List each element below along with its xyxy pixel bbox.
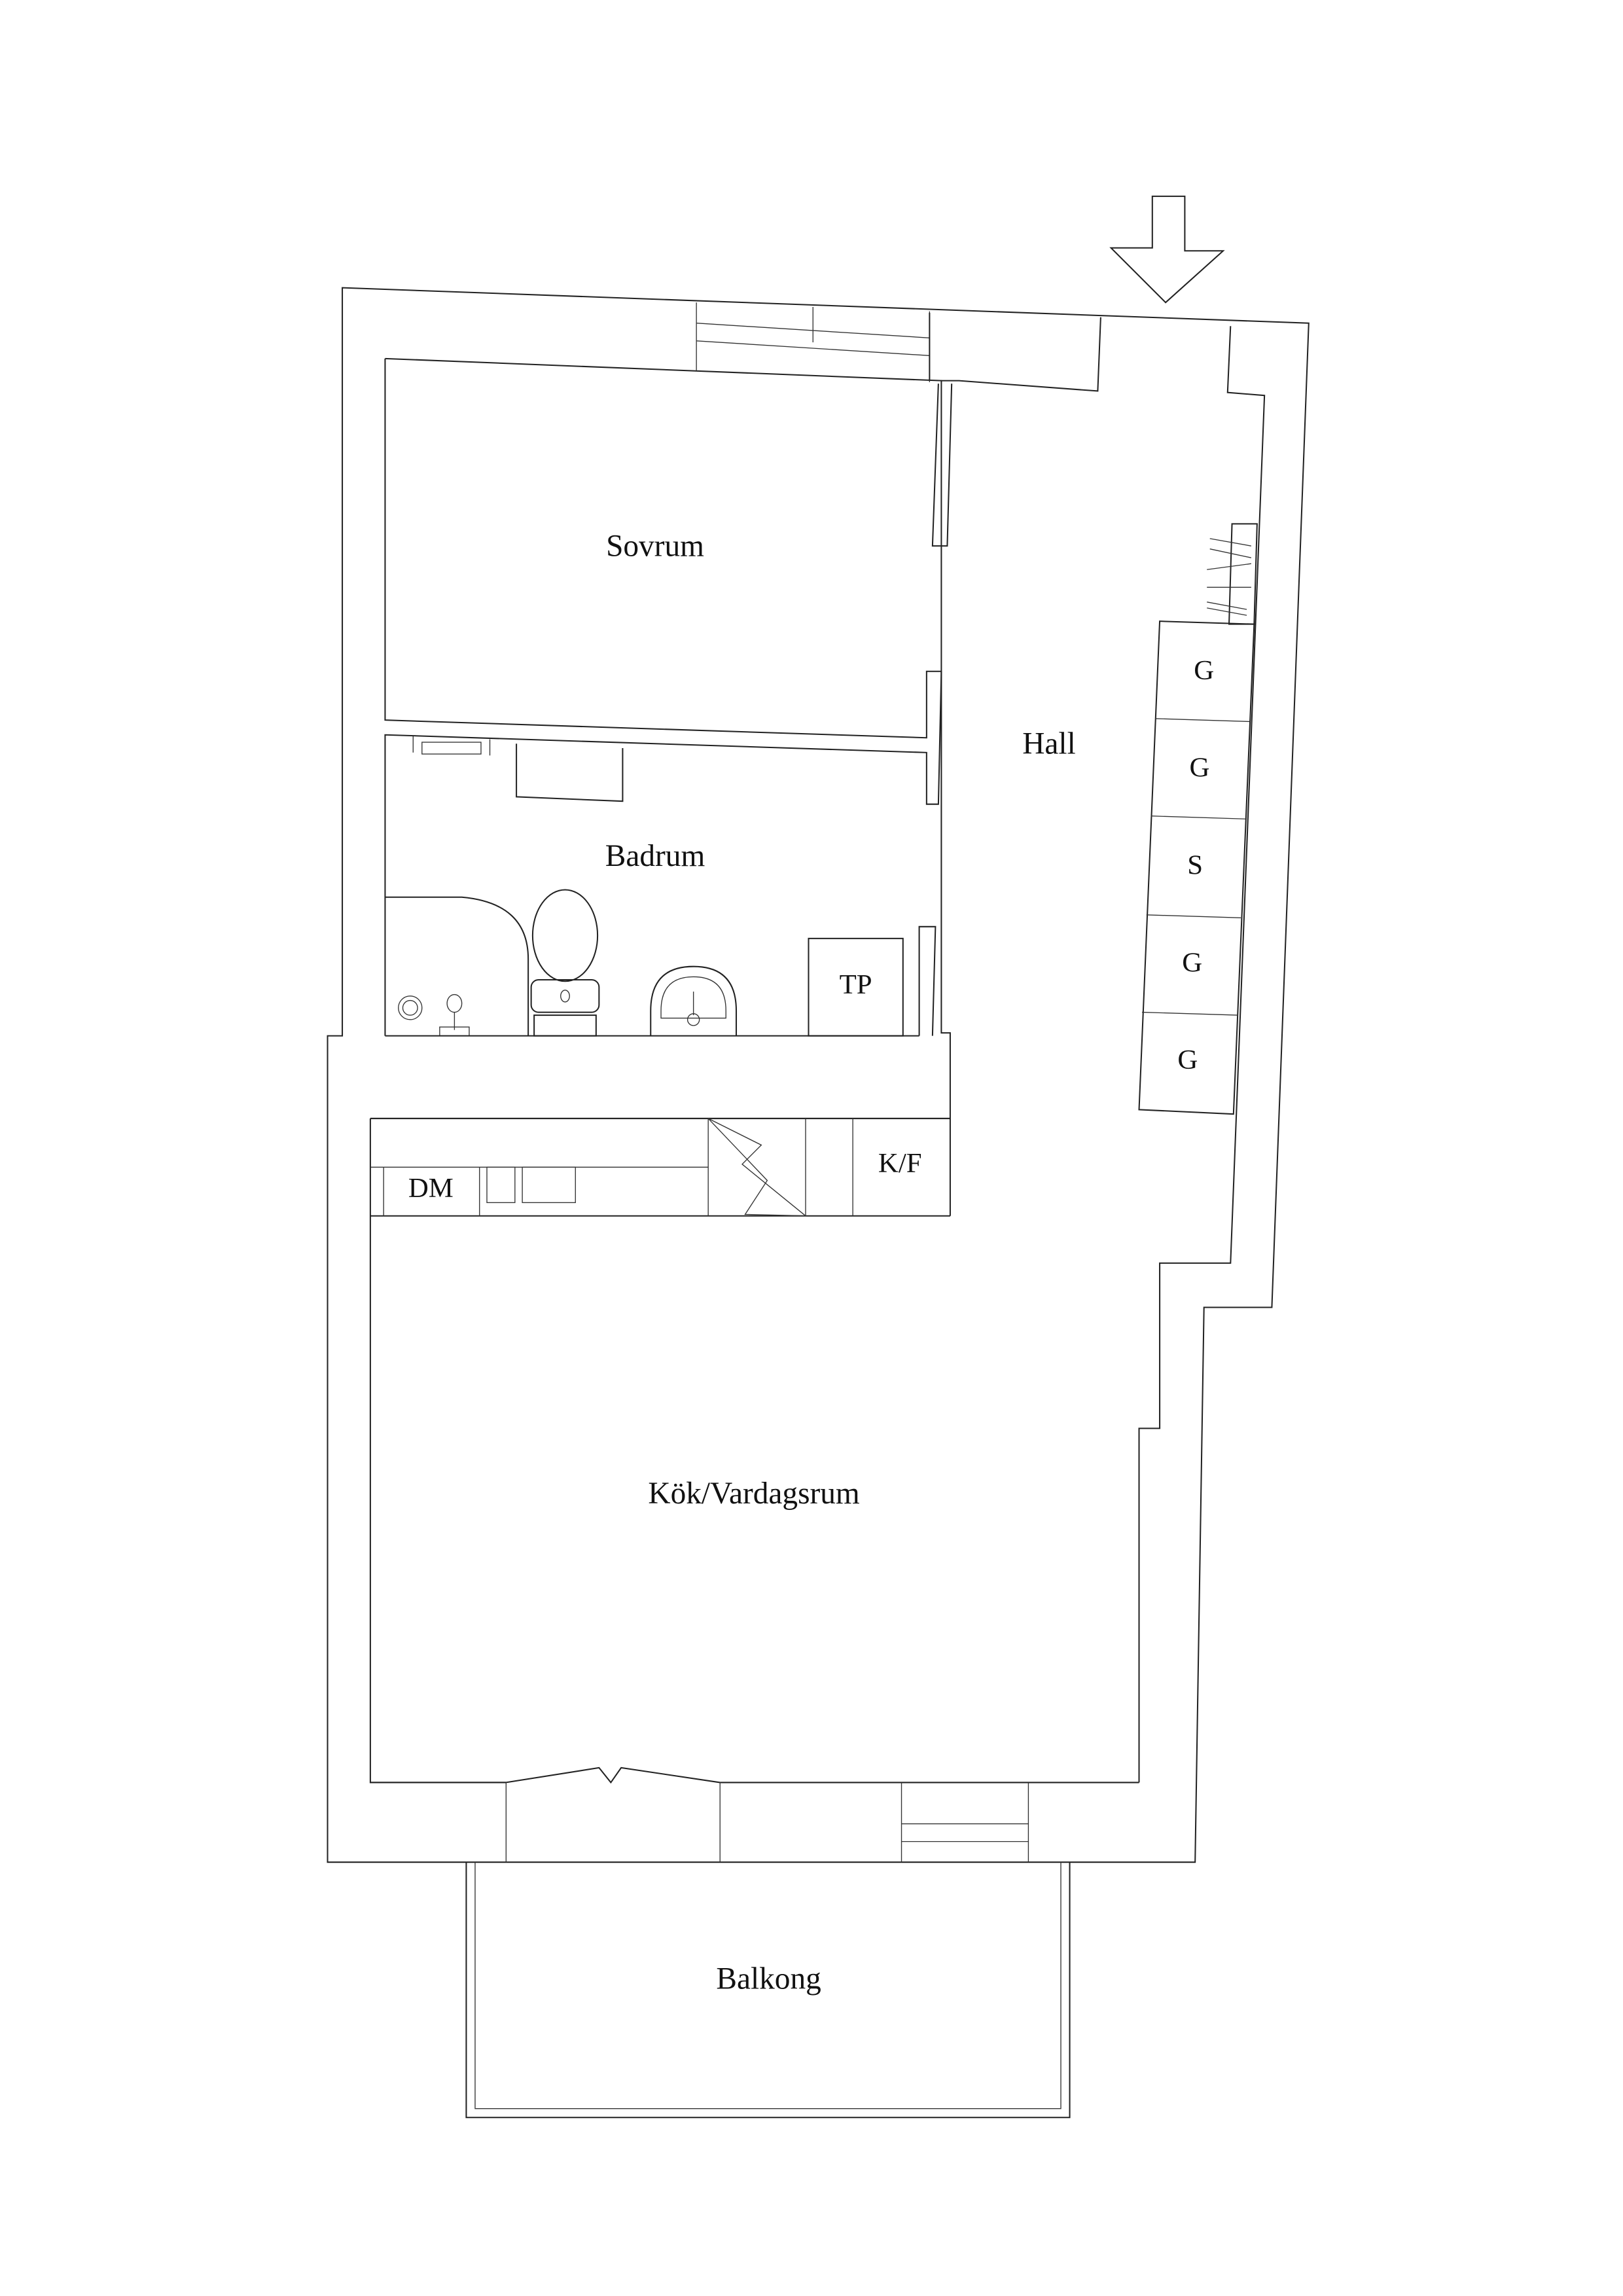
- stove-zigzag-icon: [707, 1118, 807, 1217]
- room-label-kok: Kök/Vardagsrum: [648, 1477, 860, 1511]
- window-bedroom: [696, 302, 931, 382]
- wardrobe-label-3: S: [1187, 850, 1203, 880]
- wardrobe-label-5: G: [1177, 1045, 1198, 1075]
- bottom-openings: [370, 1767, 1139, 1863]
- room-label-badrum: Badrum: [605, 839, 705, 873]
- outer-wall: [327, 287, 1310, 1863]
- balcony: [465, 1862, 1071, 2119]
- entrance-arrow-icon: [1109, 195, 1225, 304]
- room-label-balkong: Balkong: [716, 1962, 821, 1996]
- sink-icon: [650, 965, 738, 1036]
- tp-label: TP: [840, 969, 872, 1000]
- room-label-hall: Hall: [1022, 727, 1075, 761]
- floor-drain-icon: [398, 996, 423, 1020]
- wardrobe-group: [1138, 523, 1258, 1115]
- bathroom-cabinet: [516, 744, 624, 802]
- kitchen-counter: [370, 1117, 951, 1217]
- wardrobe-label-2: G: [1189, 753, 1209, 783]
- shower-area: [385, 896, 529, 1036]
- wardrobe-label-1: G: [1194, 655, 1214, 686]
- kf-label: K/F: [878, 1148, 922, 1179]
- wardrobe-label-4: G: [1182, 947, 1202, 978]
- inner-wall-right: [1138, 326, 1266, 1783]
- inner-wall-left: [369, 1118, 507, 1784]
- sovrum-wall-left: [384, 358, 942, 1036]
- room-label-sovrum: Sovrum: [606, 529, 704, 564]
- entry-wall: [929, 312, 1101, 392]
- sovrum-wall-right: [931, 384, 953, 547]
- inner-wall: [370, 357, 951, 1119]
- toilet-icon: [530, 889, 600, 1037]
- towel-rail: [412, 736, 491, 756]
- bath-door-jamb: [918, 925, 936, 1036]
- shower-mixer-icon: [439, 994, 470, 1037]
- dm-label: DM: [408, 1173, 454, 1204]
